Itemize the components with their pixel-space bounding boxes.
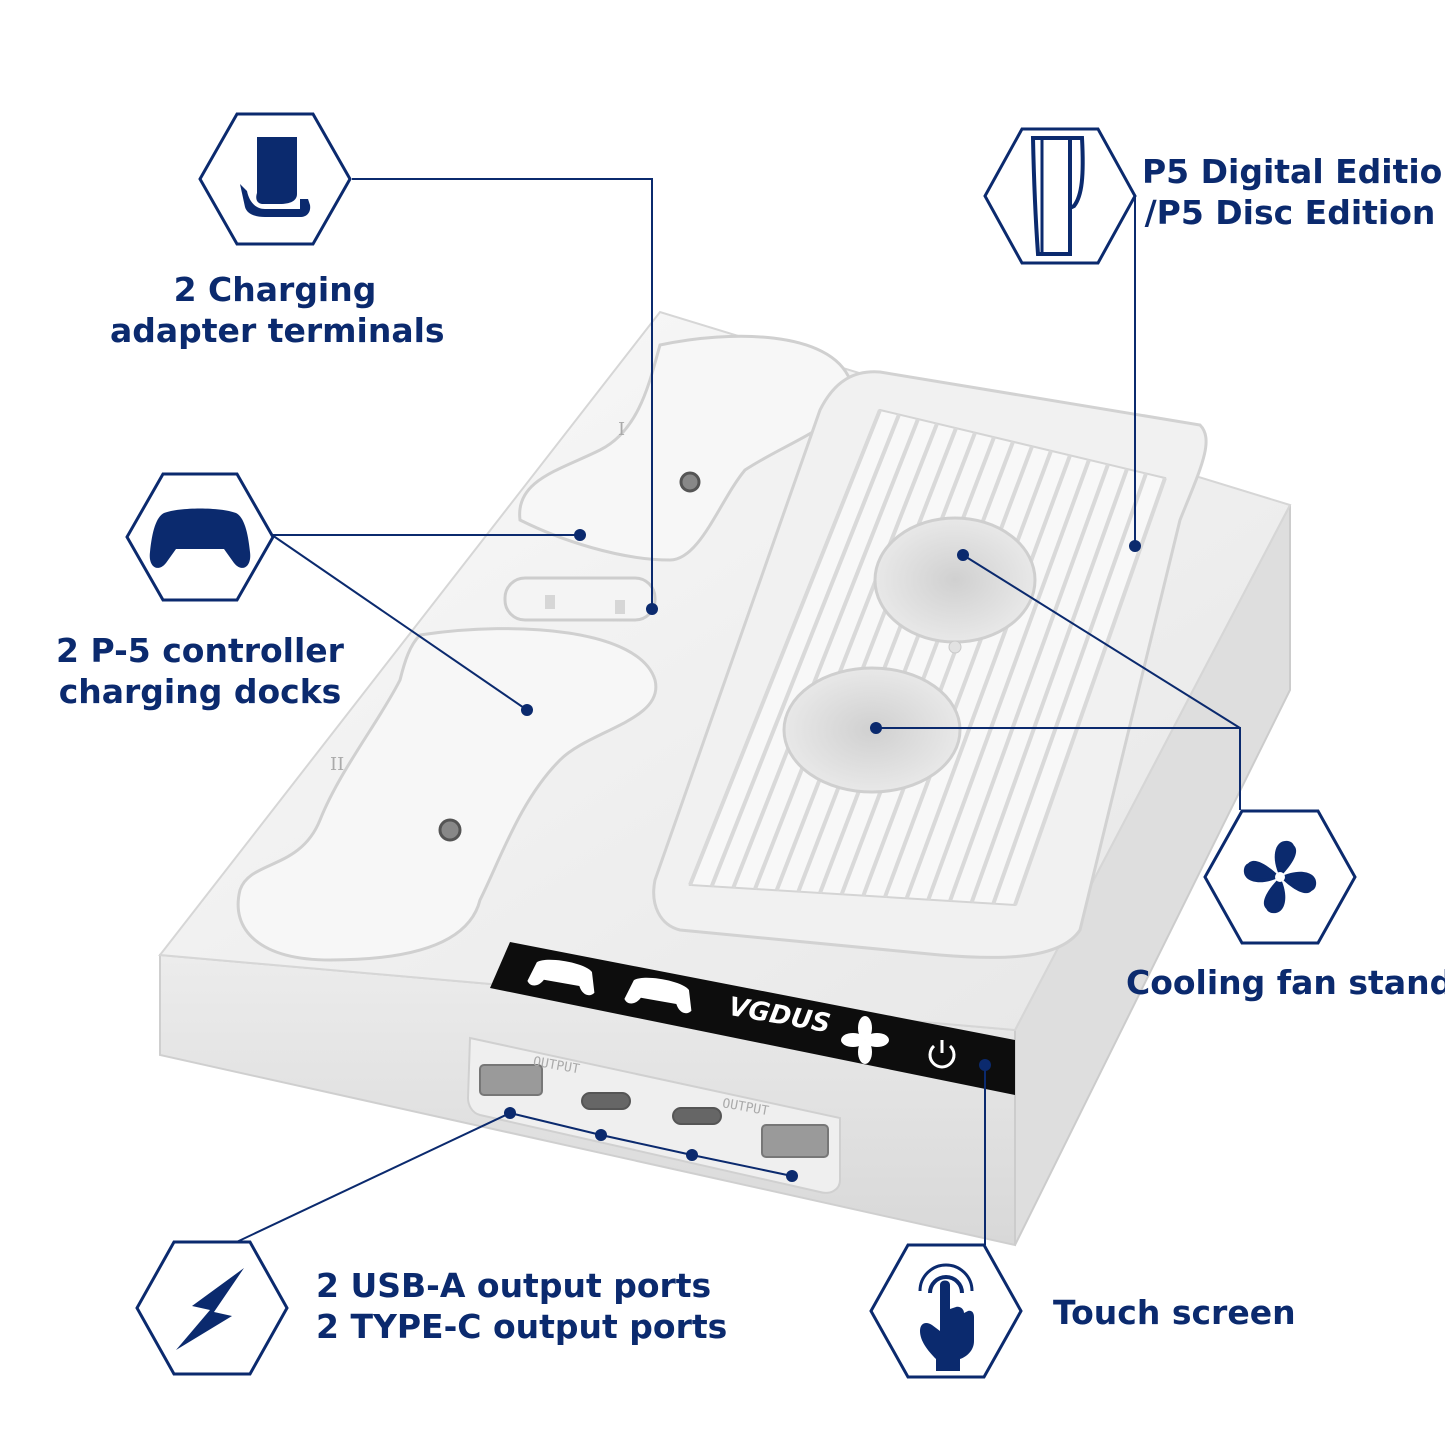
gamepad-icon <box>149 508 251 568</box>
vent-line <box>948 463 1110 902</box>
touch-hand-icon <box>918 1263 974 1371</box>
label-charging-terminals: 2 Charging adapter terminals <box>110 269 445 351</box>
lower-dock-connector <box>438 818 462 842</box>
callout-ports <box>225 1112 511 1248</box>
vent-line <box>926 459 1091 901</box>
callout-fan-upper <box>962 554 1241 729</box>
vent-line <box>861 445 1034 897</box>
label-controller-docks: 2 P-5 controller charging docks <box>55 630 345 712</box>
callout-dock-lower <box>271 534 528 711</box>
usb-c-port-left[interactable] <box>581 1092 631 1110</box>
label-controller-docks-line1: 2 P-5 controller <box>56 631 344 670</box>
usb-c-port-right[interactable] <box>672 1107 722 1125</box>
lightning-icon <box>176 1268 244 1350</box>
lower-controller-dock <box>236 627 658 962</box>
dock-mark-2: II <box>330 754 344 775</box>
callout-terminals <box>352 178 653 609</box>
callout-port-chain <box>509 1112 793 1177</box>
vent-line <box>731 418 920 889</box>
callout-dots <box>504 529 1141 1182</box>
label-console-editions: P5 Digital Edition /P5 Disc Edition <box>1142 151 1445 233</box>
label-touch-screen: Touch screen <box>1053 1292 1296 1333</box>
hex-badge-terminals <box>198 112 352 246</box>
vent-line <box>969 468 1129 904</box>
label-charging-terminals-line2: adapter terminals <box>110 311 445 350</box>
stand-screw <box>948 640 962 654</box>
callout-fan-lower <box>876 727 1241 810</box>
terminal-pin-1 <box>545 595 555 609</box>
vent-line <box>709 413 901 888</box>
adapter-terminal-slot <box>503 576 657 622</box>
label-console-editions-line2: /P5 Disc Edition <box>1144 193 1436 232</box>
vent-line <box>883 450 1053 898</box>
hex-badge-fan <box>1203 809 1357 945</box>
vent-line <box>839 441 1015 896</box>
touch-panel <box>490 942 1015 1095</box>
label-output-ports-line2: 2 TYPE-C output ports <box>316 1307 728 1346</box>
label-cooling-fan-text: Cooling fan stand <box>1126 963 1445 1002</box>
vent-line <box>796 431 977 893</box>
usb-a-port-right[interactable] <box>761 1124 829 1158</box>
hex-badge-touch <box>869 1243 1023 1379</box>
vent-line <box>688 409 882 886</box>
label-touch-screen-text: Touch screen <box>1053 1293 1296 1332</box>
charging-adapter-icon <box>240 137 311 217</box>
label-output-ports: 2 USB-A output ports 2 TYPE-C output por… <box>316 1265 727 1347</box>
label-controller-docks-line2: charging docks <box>58 672 342 711</box>
panel-controller-icon-2 <box>527 959 595 996</box>
hex-badge-ports <box>135 1240 289 1376</box>
vent-lines <box>688 409 1167 906</box>
vent-line <box>904 454 1072 900</box>
label-charging-terminals-line1: 2 Charging <box>173 270 377 309</box>
vent-line <box>753 422 939 890</box>
upper-controller-dock <box>518 334 853 562</box>
hex-badge-docks <box>125 472 275 602</box>
hex-badge-console <box>983 127 1137 265</box>
charging-station: I II VGDUS <box>158 310 1292 1247</box>
label-output-ports-line1: 2 USB-A output ports <box>316 1266 712 1305</box>
console-icon <box>1030 136 1085 256</box>
vent-line <box>991 472 1148 905</box>
vent-line <box>818 436 996 894</box>
port-bay <box>466 1036 841 1194</box>
vent-line <box>774 427 958 892</box>
panel-fan-icon <box>841 1016 889 1064</box>
cooling-fan-upper <box>873 516 1037 644</box>
terminal-pin-2 <box>615 600 625 614</box>
panel-power-icon[interactable] <box>928 1040 956 1069</box>
label-cooling-fan: Cooling fan stand <box>1126 962 1445 1003</box>
upper-dock-connector <box>679 471 701 493</box>
callout-lines <box>225 178 1241 1248</box>
label-console-editions-line1: P5 Digital Edition <box>1142 152 1445 191</box>
panel-controller-icon-1 <box>624 977 692 1014</box>
usb-a-port-left[interactable] <box>479 1064 543 1096</box>
fan-icon <box>1243 840 1317 914</box>
dock-mark-1: I <box>618 419 625 440</box>
